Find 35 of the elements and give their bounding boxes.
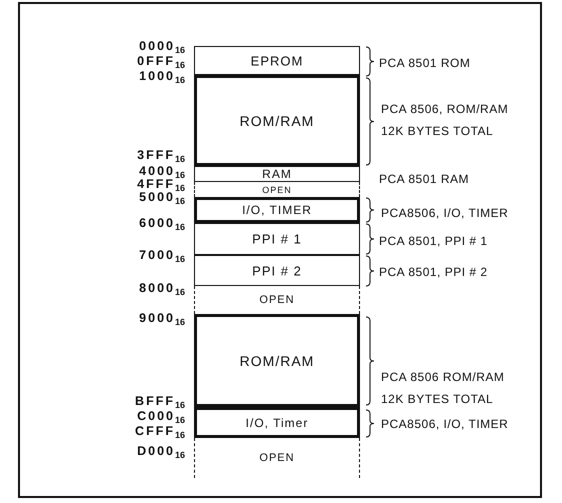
block-label: ROM/RAM [238, 352, 316, 368]
block-label: OPEN [261, 184, 293, 194]
address-label: 1000$_{16}$ [139, 69, 185, 85]
block-description: PCA 8501, PPI # 1 [379, 233, 489, 250]
block-label: ROM/RAM [238, 112, 316, 128]
address-label: 9000$_{16}$ [139, 311, 185, 327]
address-label: 3FFF$_{16}$ [137, 148, 185, 164]
block-description: PCA 8501 ROM [379, 55, 472, 72]
address-label: 0FFF$_{16}$ [137, 54, 185, 70]
block-description: PCA 8506, ROM/RAM 12K BYTES TOTAL [381, 101, 510, 140]
block-label: PPI # 1 [251, 232, 303, 246]
address-label: 4FFF$_{16}$ [137, 177, 185, 193]
block-description: PCA 8506 ROM/RAM 12K BYTES TOTAL [381, 369, 506, 408]
address-label: 8000$_{16}$ [139, 281, 185, 297]
block-description: PCA 8501 RAM [379, 171, 470, 188]
address-label: BFFF$_{16}$ [135, 394, 185, 410]
address-label: D000$_{16}$ [137, 444, 185, 460]
block-label: OPEN [258, 294, 296, 306]
open-region [194, 438, 360, 478]
address-label: 0000$_{16}$ [139, 39, 185, 55]
block-description: PCA 8501, PPI # 2 [379, 264, 489, 281]
address-label: 4000$_{16}$ [139, 164, 185, 180]
block-label: PPI # 2 [251, 263, 303, 278]
address-label: 6000$_{16}$ [139, 216, 185, 232]
block-label: I/O, Timer [244, 416, 310, 430]
address-label: CFFF$_{16}$ [135, 424, 185, 440]
block-description: PCA8506, I/O, TIMER [381, 416, 510, 433]
address-label: 5000$_{16}$ [139, 190, 185, 206]
address-label: 7000$_{16}$ [139, 248, 185, 264]
block-label: OPEN [258, 452, 296, 464]
block-label: I/O, TIMER [241, 203, 313, 217]
block-label: EPROM [250, 53, 304, 68]
block-label: RAM [261, 167, 293, 181]
address-label: C000$_{16}$ [137, 409, 185, 425]
block-description: PCA8506, I/O, TIMER [381, 205, 510, 222]
